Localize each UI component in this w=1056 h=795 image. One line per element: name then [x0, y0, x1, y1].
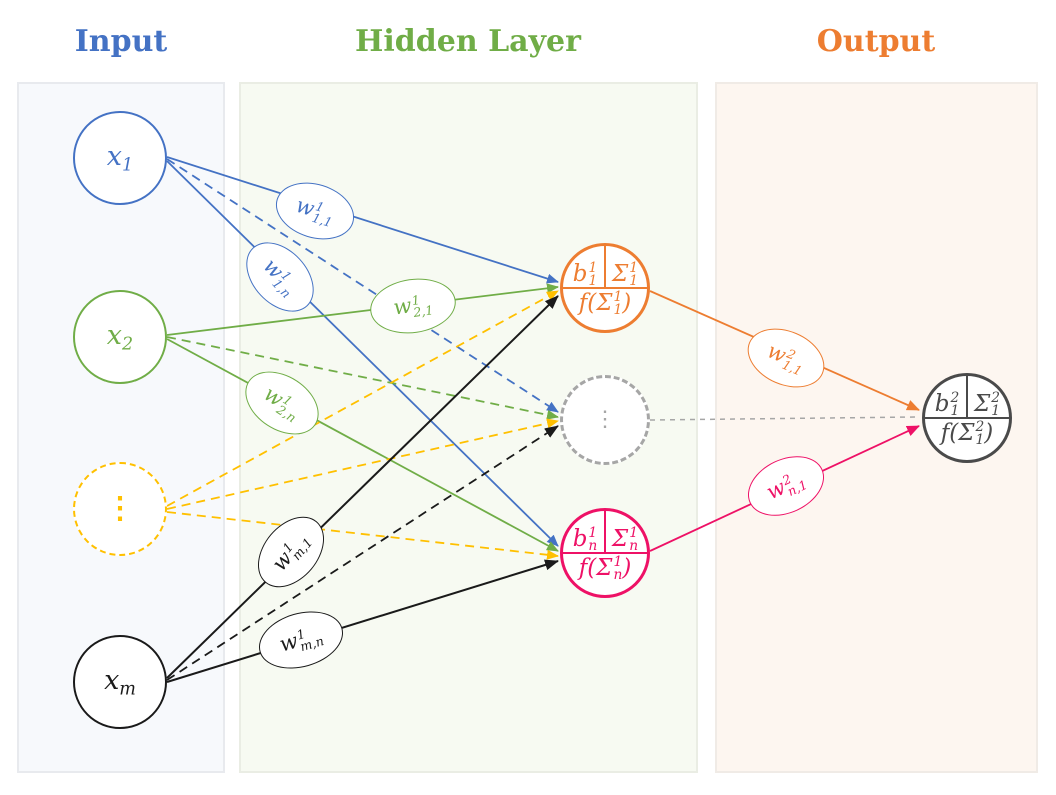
node-label: x1	[106, 140, 134, 176]
divider-horizontal	[563, 552, 647, 554]
edge-x2-hdots	[166, 336, 559, 420]
input-node-x1: x1	[73, 111, 167, 205]
edge-x1-hdots	[166, 158, 559, 413]
input-node-dots: ⋮	[73, 462, 167, 556]
input-node-x2: x2	[73, 290, 167, 384]
ellipsis-glyph: ⋮	[105, 491, 135, 526]
edge-x1-hn	[166, 160, 559, 547]
edge-xm-hn	[166, 559, 559, 683]
output-header: Output	[816, 24, 936, 59]
edge-xm-h1	[166, 295, 559, 679]
divider-vertical	[966, 376, 968, 418]
edge-dots-hn	[166, 511, 559, 560]
divider-horizontal	[925, 417, 1009, 419]
edge-xm-hdots	[166, 425, 559, 681]
input-node-xm: xm	[73, 635, 167, 729]
node-label: x2	[106, 319, 134, 355]
hidden-node-dots: ⋮	[560, 375, 650, 465]
edge-hdots-out	[649, 416, 917, 421]
input-header: Input	[74, 24, 168, 59]
edge-dots-hdots	[166, 418, 559, 510]
divider-vertical	[604, 511, 606, 553]
divider-horizontal	[563, 287, 647, 289]
node-label: xm	[104, 664, 136, 700]
edge-x2-hn	[166, 338, 559, 552]
divider-vertical	[604, 246, 606, 288]
edge-x2-h1	[166, 283, 559, 336]
ellipsis-glyph: ⋮	[594, 407, 616, 432]
hidden-layer-header: Hidden Layer	[355, 24, 581, 59]
edge-dots-h1	[166, 290, 559, 507]
edge-x1-h1	[166, 156, 559, 284]
